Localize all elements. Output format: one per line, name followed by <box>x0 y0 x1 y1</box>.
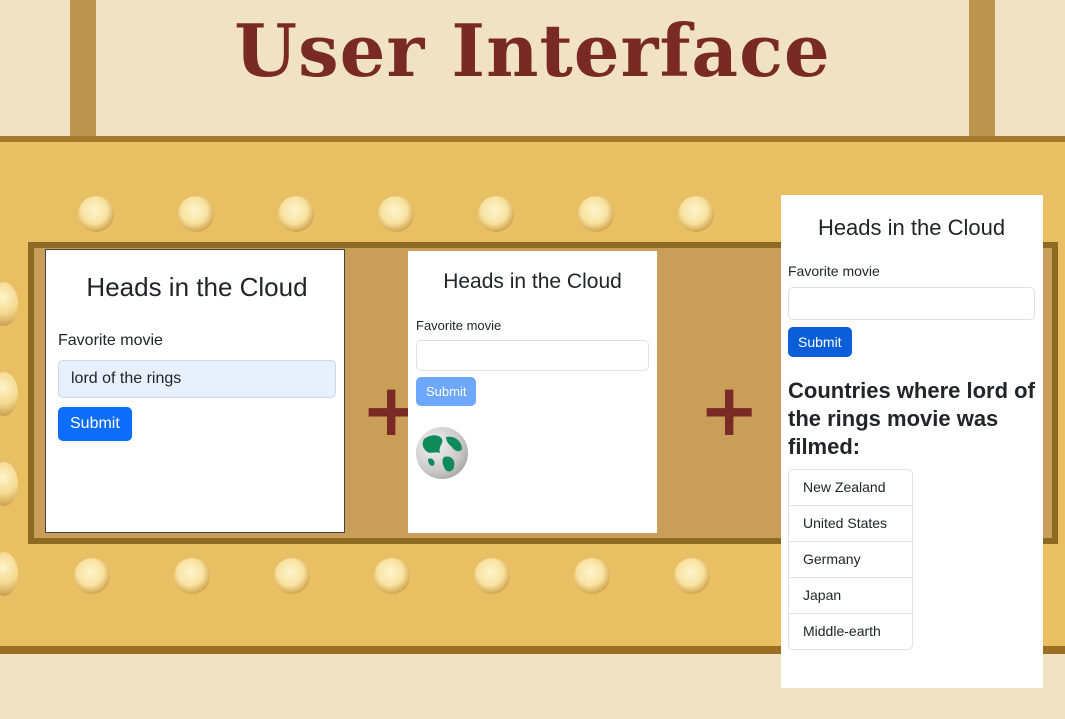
bulb-icon <box>74 558 110 594</box>
bulb-icon <box>78 196 114 232</box>
ui-state-result-panel: Heads in the Cloud Favorite movie Submit… <box>781 195 1043 688</box>
bulb-icon <box>278 196 314 232</box>
bulb-icon <box>578 196 614 232</box>
list-item: United States <box>789 506 912 542</box>
app-title: Heads in the Cloud <box>817 215 1006 240</box>
bulb-icon <box>674 558 710 594</box>
bulb-icon <box>178 196 214 232</box>
ui-state-loading-panel: Heads in the Cloud Favorite movie Submit <box>408 251 657 533</box>
slide-title: User Interface <box>234 8 831 93</box>
bulb-icon <box>0 372 18 416</box>
bulb-icon <box>274 558 310 594</box>
bulb-icon <box>0 462 18 506</box>
favorite-movie-label: Favorite movie <box>788 263 880 279</box>
list-item: Japan <box>789 578 912 614</box>
bulb-icon <box>478 196 514 232</box>
list-item: New Zealand <box>789 470 912 506</box>
list-item: Germany <box>789 542 912 578</box>
plus-icon: + <box>699 368 760 452</box>
bulb-icon <box>0 282 18 326</box>
bulb-icon <box>378 196 414 232</box>
app-title: Heads in the Cloud <box>443 270 622 293</box>
list-item: Middle-earth <box>803 623 881 639</box>
bulb-icon <box>0 552 18 596</box>
ui-state-input-panel: Heads in the Cloud Favorite movie Submit <box>45 249 345 533</box>
bulb-icon <box>174 558 210 594</box>
favorite-movie-label: Favorite movie <box>416 318 502 333</box>
app-title: Heads in the Cloud <box>86 272 308 302</box>
bulb-icon <box>474 558 510 594</box>
submit-button[interactable]: Submit <box>58 407 132 441</box>
bulb-icon <box>678 196 714 232</box>
favorite-movie-input[interactable] <box>788 287 1035 320</box>
bulb-icon <box>574 558 610 594</box>
result-heading: Countries where lord of the rings movie … <box>788 378 1035 459</box>
submit-button[interactable]: Submit <box>788 327 852 357</box>
submit-button[interactable]: Submit <box>416 377 477 406</box>
globe-icon <box>416 427 468 479</box>
favorite-movie-input[interactable] <box>416 340 649 371</box>
country-list: New Zealand United States Germany Japan … <box>788 469 913 650</box>
favorite-movie-input[interactable] <box>58 360 336 398</box>
favorite-movie-label: Favorite movie <box>58 332 163 349</box>
bulb-icon <box>374 558 410 594</box>
